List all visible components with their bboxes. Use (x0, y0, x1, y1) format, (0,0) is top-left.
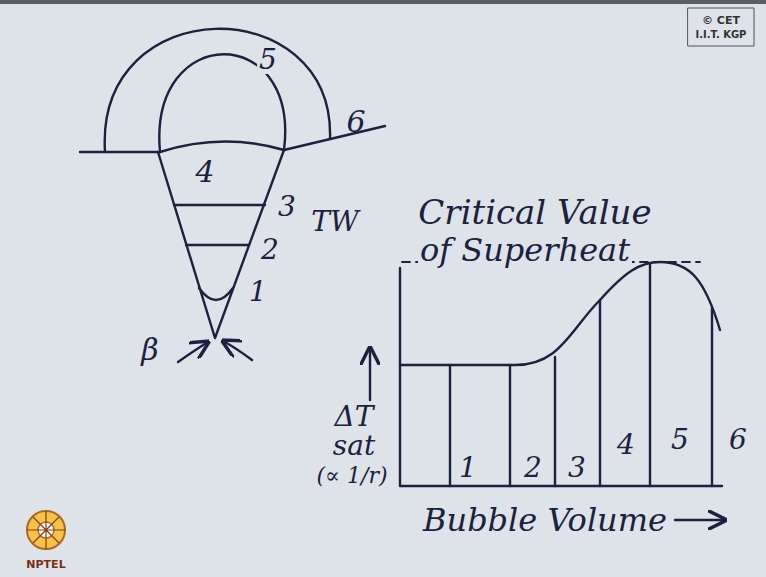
axis-title: Bubble Volume (423, 504, 667, 536)
axis-title: sat (333, 432, 375, 460)
watermark: © CET (702, 15, 740, 26)
callout-number: 5 (257, 46, 279, 74)
callout-number: 6 (346, 107, 365, 137)
angle-label: β (141, 335, 158, 365)
bar-number: 1 (459, 454, 477, 482)
bar-number: 6 (729, 426, 747, 454)
callout-number: 4 (195, 157, 214, 187)
axis-title: ΔT (335, 403, 374, 431)
critical-value-label: of Superheat (418, 234, 632, 266)
callout-number: 3 (278, 193, 296, 221)
watermark: I.I.T. KGP (696, 30, 747, 40)
logo-text: NPTEL (26, 559, 65, 570)
callout-number: 2 (261, 236, 279, 264)
bar-number: 5 (671, 426, 689, 454)
callout-number: 1 (249, 278, 267, 306)
axis-title: (∝ 1/r) (317, 465, 388, 487)
bar-number: 2 (524, 454, 542, 482)
critical-value-label: Critical Value (418, 195, 651, 229)
bar-number: 4 (617, 431, 635, 459)
nptel-logo (27, 511, 65, 549)
bar-number: 3 (568, 454, 586, 482)
wall-temperature-label: TW (311, 208, 358, 236)
